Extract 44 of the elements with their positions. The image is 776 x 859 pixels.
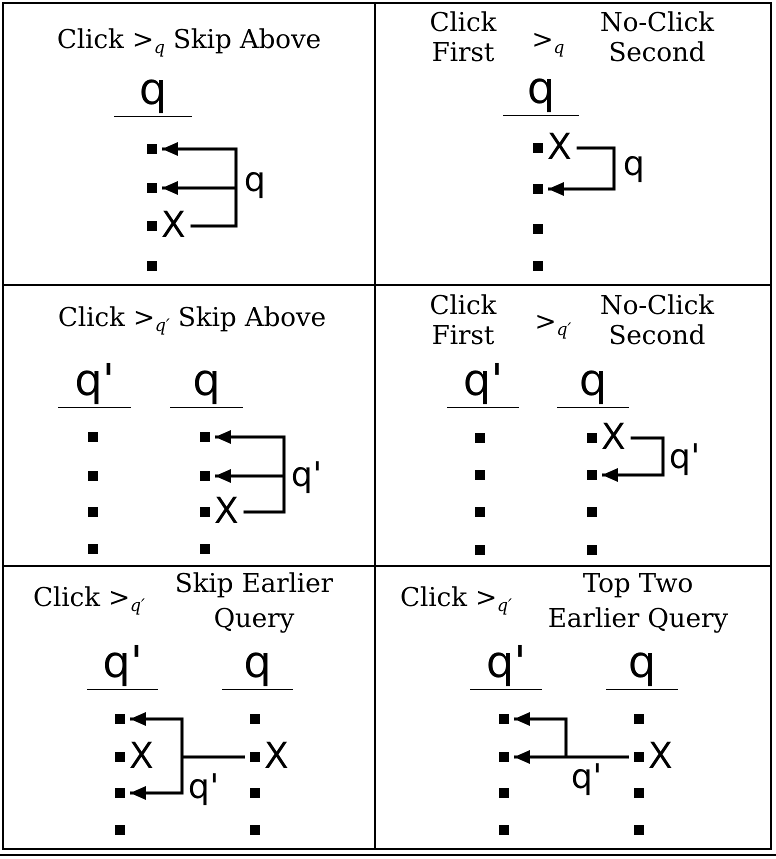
edge-label: q	[244, 161, 266, 200]
x-mark: X	[547, 130, 572, 166]
elbow-arrow	[548, 146, 616, 196]
column-header: q	[557, 356, 629, 408]
column-header: q'	[58, 356, 131, 408]
elbow-arrow	[130, 756, 245, 800]
panel-title: >$_{q}$	[532, 25, 564, 58]
elbow-arrow	[215, 469, 286, 514]
x-mark: X	[648, 739, 673, 775]
column-header: q	[114, 65, 192, 117]
edge-label: q'	[188, 768, 219, 808]
edge-label: q'	[669, 438, 700, 478]
column-header: q	[606, 638, 678, 690]
x-mark: X	[161, 208, 186, 244]
column-header: q	[222, 638, 293, 690]
diagram-panel	[2, 565, 376, 850]
panel-title: Skip Earlier Query	[174, 568, 334, 636]
diagram-panel	[374, 565, 772, 850]
x-mark: X	[214, 494, 239, 530]
elbow-arrow	[162, 181, 238, 228]
x-mark: X	[601, 420, 626, 456]
diagram-panel	[2, 2, 376, 286]
panel-title: >$_{q′}$	[534, 307, 572, 340]
column-header: q	[170, 356, 243, 408]
edge-label: q'	[291, 456, 322, 496]
panel-title: Click >$_{q′}$	[33, 583, 145, 616]
panel-title: Click >$_{q}$ Skip Above	[56, 25, 322, 58]
panel-title: No-Click Second	[598, 8, 716, 68]
diagram-panel	[374, 2, 772, 286]
column-header: q	[503, 64, 579, 116]
panel-title: Top Two Earlier Query	[546, 568, 730, 636]
panel-title: No-Click Second	[598, 291, 716, 351]
panel-title: Click >$_{q′}$	[400, 583, 512, 616]
column-header: q'	[447, 356, 519, 408]
panel-title: Click >$_{q′}$ Skip Above	[58, 303, 326, 336]
panel-title: Click First	[428, 8, 498, 68]
column-header: q'	[470, 638, 542, 690]
x-mark: X	[264, 739, 289, 775]
column-header: q'	[87, 638, 158, 690]
edge-label: q'	[571, 758, 602, 798]
x-mark: X	[129, 739, 154, 775]
panel-title: Click First	[428, 291, 498, 351]
elbow-arrow	[602, 436, 664, 482]
edge-label: q	[623, 145, 645, 184]
